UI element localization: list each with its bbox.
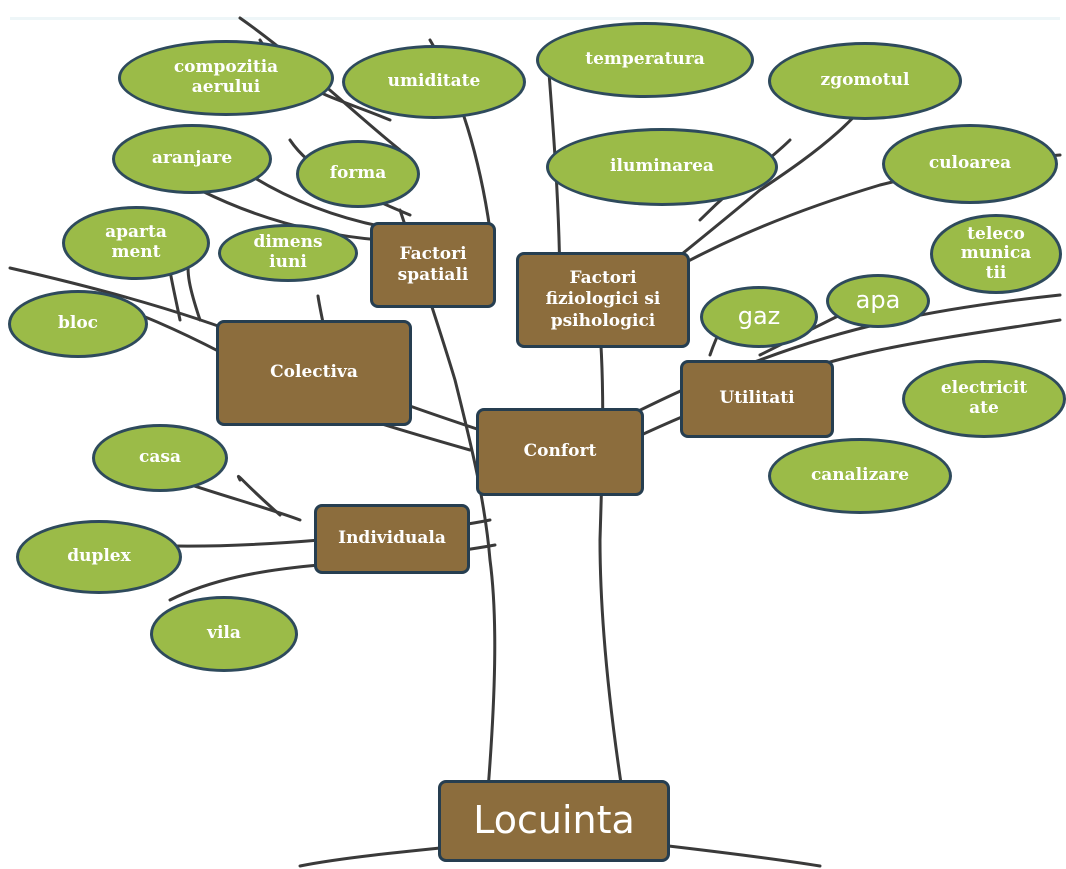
leaf-forma: forma [296, 140, 420, 208]
leaf-duplex: duplex [16, 520, 182, 594]
leaf-telecomunicatii-label: teleco munica tii [960, 223, 1032, 283]
leaf-compozitia-aerului: compozitia aerului [118, 40, 334, 116]
node-colectiva-label: Colectiva [270, 362, 358, 383]
leaf-dimensiuni-label: dimens iuni [253, 232, 323, 272]
leaf-iluminarea-label: iluminarea [610, 156, 714, 177]
leaf-dimensiuni: dimens iuni [218, 224, 358, 282]
top-divider [10, 17, 1060, 20]
leaf-bloc-label: bloc [57, 313, 99, 334]
leaf-iluminarea: iluminarea [546, 128, 778, 206]
node-confort: Confort [476, 408, 644, 496]
leaf-bloc: bloc [8, 290, 148, 358]
node-factori-fiziologici-label: Factori fiziologici si psihologici [545, 268, 661, 331]
node-utilitati-label: Utilitati [719, 388, 795, 409]
leaf-zgomotul: zgomotul [768, 42, 962, 120]
leaf-electricitate: electricit ate [902, 360, 1066, 438]
leaf-gaz: gaz [700, 286, 818, 348]
node-factori-spatiali-label: Factori spatiali [397, 243, 469, 285]
node-individuala-label: Individuala [338, 528, 446, 549]
trunk-right-line [598, 328, 624, 792]
leaf-umiditate: umiditate [342, 45, 526, 119]
leaf-gaz-label: gaz [737, 302, 781, 331]
leaf-temperatura-label: temperatura [585, 49, 705, 70]
leaf-telecomunicatii: teleco munica tii [930, 214, 1062, 294]
leaf-vila-label: vila [207, 623, 241, 644]
branch-utilitati [598, 293, 1062, 432]
root-right-line [658, 843, 822, 868]
leaf-casa: casa [92, 424, 228, 492]
leaf-vila: vila [150, 596, 298, 672]
node-utilitati: Utilitati [680, 360, 834, 438]
node-individuala: Individuala [314, 504, 470, 574]
leaf-electricitate-label: electricit ate [940, 378, 1028, 418]
leaf-temperatura: temperatura [536, 22, 754, 98]
leaf-zgomotul-label: zgomotul [820, 70, 910, 91]
leaf-canalizare-label: canalizare [810, 465, 910, 486]
leaf-umiditate-label: umiditate [387, 71, 481, 92]
leaf-compozitia-aerului-label: compozitia aerului [173, 57, 279, 97]
node-locuinta-root: Locuinta [438, 780, 670, 862]
node-confort-label: Confort [523, 441, 597, 462]
node-factori-fiziologici: Factori fiziologici si psihologici [516, 252, 690, 348]
leaf-culoarea: culoarea [882, 124, 1058, 204]
leaf-aranjare: aranjare [112, 124, 272, 194]
leaf-apa: apa [826, 274, 930, 328]
node-factori-spatiali: Factori spatiali [370, 222, 496, 308]
leaf-casa-label: casa [139, 447, 181, 468]
branch-casa-2 [236, 474, 282, 517]
node-colectiva: Colectiva [216, 320, 412, 426]
leaf-apartament-label: aparta ment [105, 222, 167, 262]
leaf-canalizare: canalizare [768, 438, 952, 514]
leaf-forma-label: forma [329, 163, 387, 184]
leaf-culoarea-label: culoarea [928, 153, 1012, 174]
node-locuinta-label: Locuinta [473, 798, 635, 843]
leaf-apa-label: apa [855, 286, 901, 315]
leaf-duplex-label: duplex [67, 546, 131, 567]
leaf-aranjare-label: aranjare [151, 148, 233, 169]
leaf-apartament: aparta ment [62, 206, 210, 280]
